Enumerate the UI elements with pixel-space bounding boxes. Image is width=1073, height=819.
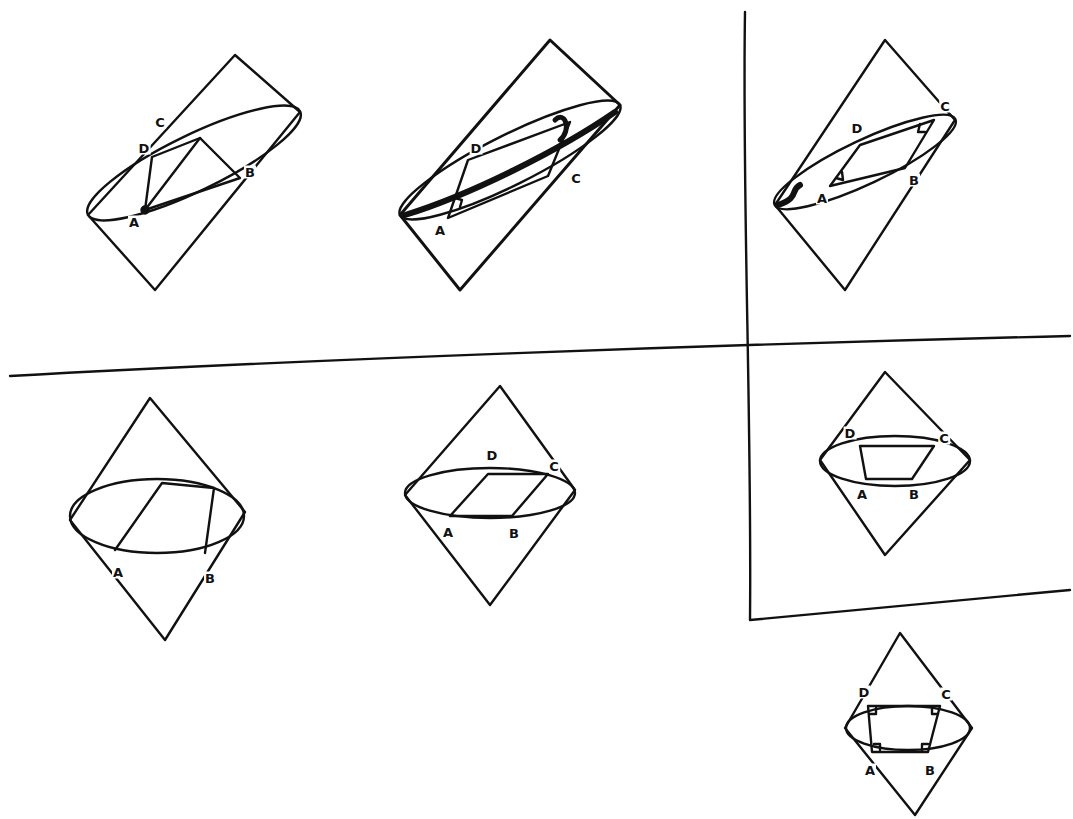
vertex-label: D [844,427,857,440]
vertex-label: C [548,460,560,473]
vertex-label: C [154,116,166,129]
vertex-label: C [939,100,951,113]
cone-figure [405,386,575,605]
vertex-label: B [924,764,936,777]
cone-figure [820,372,970,555]
vertex-label: A [856,488,868,501]
vertex-label: D [138,142,151,155]
vertex-label: C [940,688,952,701]
cone-figure [765,40,965,290]
vertex-label: B [908,174,920,187]
vertex-label: B [244,166,256,179]
vertex-label: A [816,192,828,205]
divider-line [10,336,1070,376]
vertex-label: C [938,432,950,445]
cone-figure [76,55,313,290]
vertex-label: C [570,172,582,185]
cone-figure [70,398,245,640]
vertex-label: A [864,764,876,777]
vertex-label: B [204,572,216,585]
vertex-label: D [486,449,499,462]
vertex-label: A [434,224,446,237]
cone-figure [389,40,631,290]
cone-figure [845,633,972,815]
vertex-label: A [442,526,454,539]
vertex-label: D [470,142,483,155]
vertex-label: B [508,527,520,540]
divider-line [744,12,1070,620]
vertex-label: D [858,686,871,699]
vertex-label: D [851,122,864,135]
vertex-label: A [112,566,124,579]
vertex-label: A [128,216,140,229]
vertex-label: B [908,488,920,501]
